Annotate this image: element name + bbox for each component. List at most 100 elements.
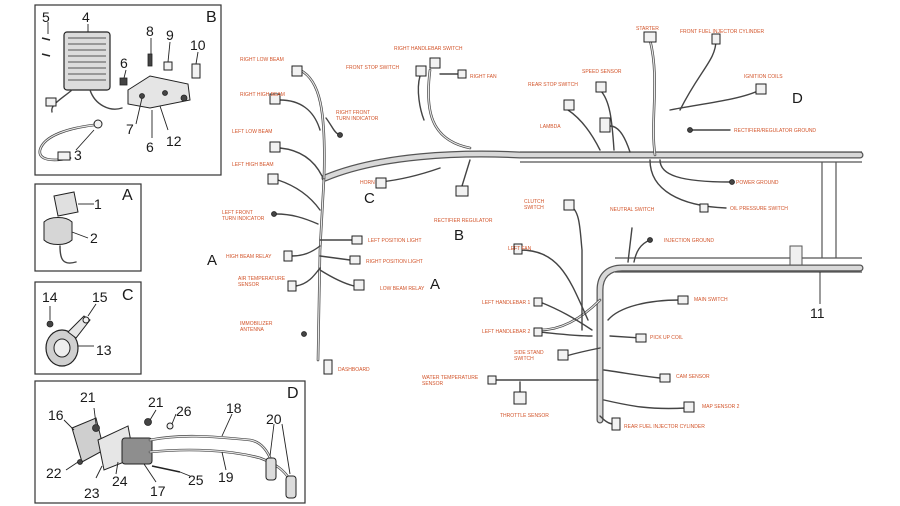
conn-clutch	[563, 199, 575, 211]
main-harness	[298, 38, 864, 424]
label-neutral-switch: NEUTRAL SWITCH	[610, 207, 655, 213]
connectors	[267, 31, 767, 431]
conn-ignition-coils	[755, 83, 767, 95]
conn-left-turn	[271, 211, 277, 217]
label-ignition-coils: IGNITION COILS	[744, 74, 783, 80]
part-24: 24	[112, 473, 128, 489]
label-right-high-beam: RIGHT HIGH BEAM	[240, 92, 285, 98]
harness-handlebar	[427, 68, 472, 150]
part-2: 2	[90, 230, 98, 246]
regulator-lead-1	[51, 89, 73, 113]
callout-c-horn: C	[364, 190, 375, 207]
bolt-6-top	[119, 77, 128, 86]
panel-d-letter: D	[287, 385, 299, 402]
spark-cap-20b	[285, 475, 297, 499]
label-cam-sensor: CAM SENSOR	[676, 374, 710, 380]
conn-side-stand	[557, 349, 569, 361]
harness-wires	[275, 39, 761, 425]
conn-front-stop	[415, 65, 427, 77]
callout-a-left: A	[207, 252, 217, 269]
label-starter: STARTER	[636, 26, 659, 32]
clip-10	[191, 63, 201, 79]
part-21-left: 21	[80, 389, 96, 405]
horn-center	[53, 338, 71, 358]
part-15: 15	[92, 289, 108, 305]
horn-nut-14	[46, 320, 54, 328]
callout-d-right: D	[792, 90, 803, 107]
conn-air-temp	[287, 280, 297, 292]
bolt-8	[147, 53, 153, 67]
label-horn: HORN	[360, 180, 375, 186]
part-14: 14	[42, 289, 58, 305]
component-labels: RIGHT LOW BEAM RIGHT HIGH BEAM RIGHT FRO…	[222, 26, 816, 430]
conn-right-low-beam	[291, 65, 303, 77]
label-left-handlebar-2: LEFT HANDLEBAR 2	[482, 329, 530, 335]
harness-rear	[596, 264, 864, 424]
bracket-hole-2	[162, 90, 168, 96]
frame-outline: 11	[520, 151, 862, 321]
panel-d: D 21 21 26 18 20 16 22 24 23	[34, 380, 306, 504]
conn-lambda	[599, 117, 611, 133]
regulator-body	[63, 31, 111, 91]
conn-right-position	[349, 255, 361, 265]
frame-part-11: 11	[810, 305, 825, 321]
conn-rear-stop	[563, 99, 575, 111]
conn-speed-sensor	[595, 81, 607, 93]
bracket-hole-1	[139, 93, 145, 99]
conn-rear-injector	[611, 417, 621, 431]
conn-right-turn	[337, 132, 343, 138]
panel-a: A 1 2	[34, 183, 142, 272]
conn-left-fan	[513, 243, 523, 255]
conn-map-sensor-2	[683, 401, 695, 413]
washer-26	[166, 422, 174, 430]
part-17: 17	[150, 483, 166, 499]
part-5: 5	[42, 9, 50, 25]
label-left-fan: LEFT FAN	[508, 246, 532, 252]
bracket-nut-12	[180, 94, 188, 102]
label-right-handlebar-switch: RIGHT HANDLEBAR SWITCH	[394, 46, 463, 52]
panel-a-letter: A	[122, 187, 133, 204]
conn-oil-pressure	[699, 203, 709, 213]
conn-pick-up-coil	[635, 333, 647, 343]
conn-main-switch	[677, 295, 689, 305]
conn-immobilizer	[301, 331, 307, 337]
conn-right-handlebar	[429, 57, 441, 69]
part-8: 8	[146, 23, 154, 39]
part-10: 10	[190, 37, 206, 53]
callout-a-relay: A	[430, 276, 440, 293]
conn-left-position	[351, 235, 363, 245]
part-6-bottom: 6	[146, 139, 154, 155]
conn-reg-ground	[687, 127, 693, 133]
part-18: 18	[226, 400, 242, 416]
panel-c: C 14 15 13	[34, 281, 142, 375]
ignition-coil-17	[121, 437, 153, 465]
callout-b-regulator: B	[454, 227, 464, 244]
part-22: 22	[46, 465, 62, 481]
nut-21-left	[92, 424, 100, 432]
conn-starter	[643, 31, 657, 43]
conn-injection-ground	[647, 237, 653, 243]
regulator-lead-2	[89, 89, 123, 110]
label-main-switch: MAIN SWITCH	[694, 297, 728, 303]
part-23: 23	[84, 485, 100, 501]
label-low-beam-relay: LOW BEAM RELAY	[380, 286, 425, 292]
conn-power-ground	[729, 179, 735, 185]
label-front-stop-switch: FRONT STOP SWITCH	[346, 65, 399, 71]
part-20: 20	[266, 411, 282, 427]
part-16: 16	[48, 407, 64, 423]
label-front-fuel-injector: FRONT FUEL INJECTOR CYLINDER	[680, 29, 764, 35]
regulator-fins	[68, 37, 106, 81]
label-right-low-beam: RIGHT LOW BEAM	[240, 57, 284, 63]
conn-left-low-beam	[269, 141, 281, 153]
label-left-low-beam: LEFT LOW BEAM	[232, 129, 272, 135]
callout-letters: C B A A D	[207, 90, 803, 293]
screw-22	[77, 459, 83, 465]
conn-water-temp	[487, 375, 497, 385]
part-4: 4	[82, 9, 90, 25]
relay-upper	[53, 191, 79, 217]
